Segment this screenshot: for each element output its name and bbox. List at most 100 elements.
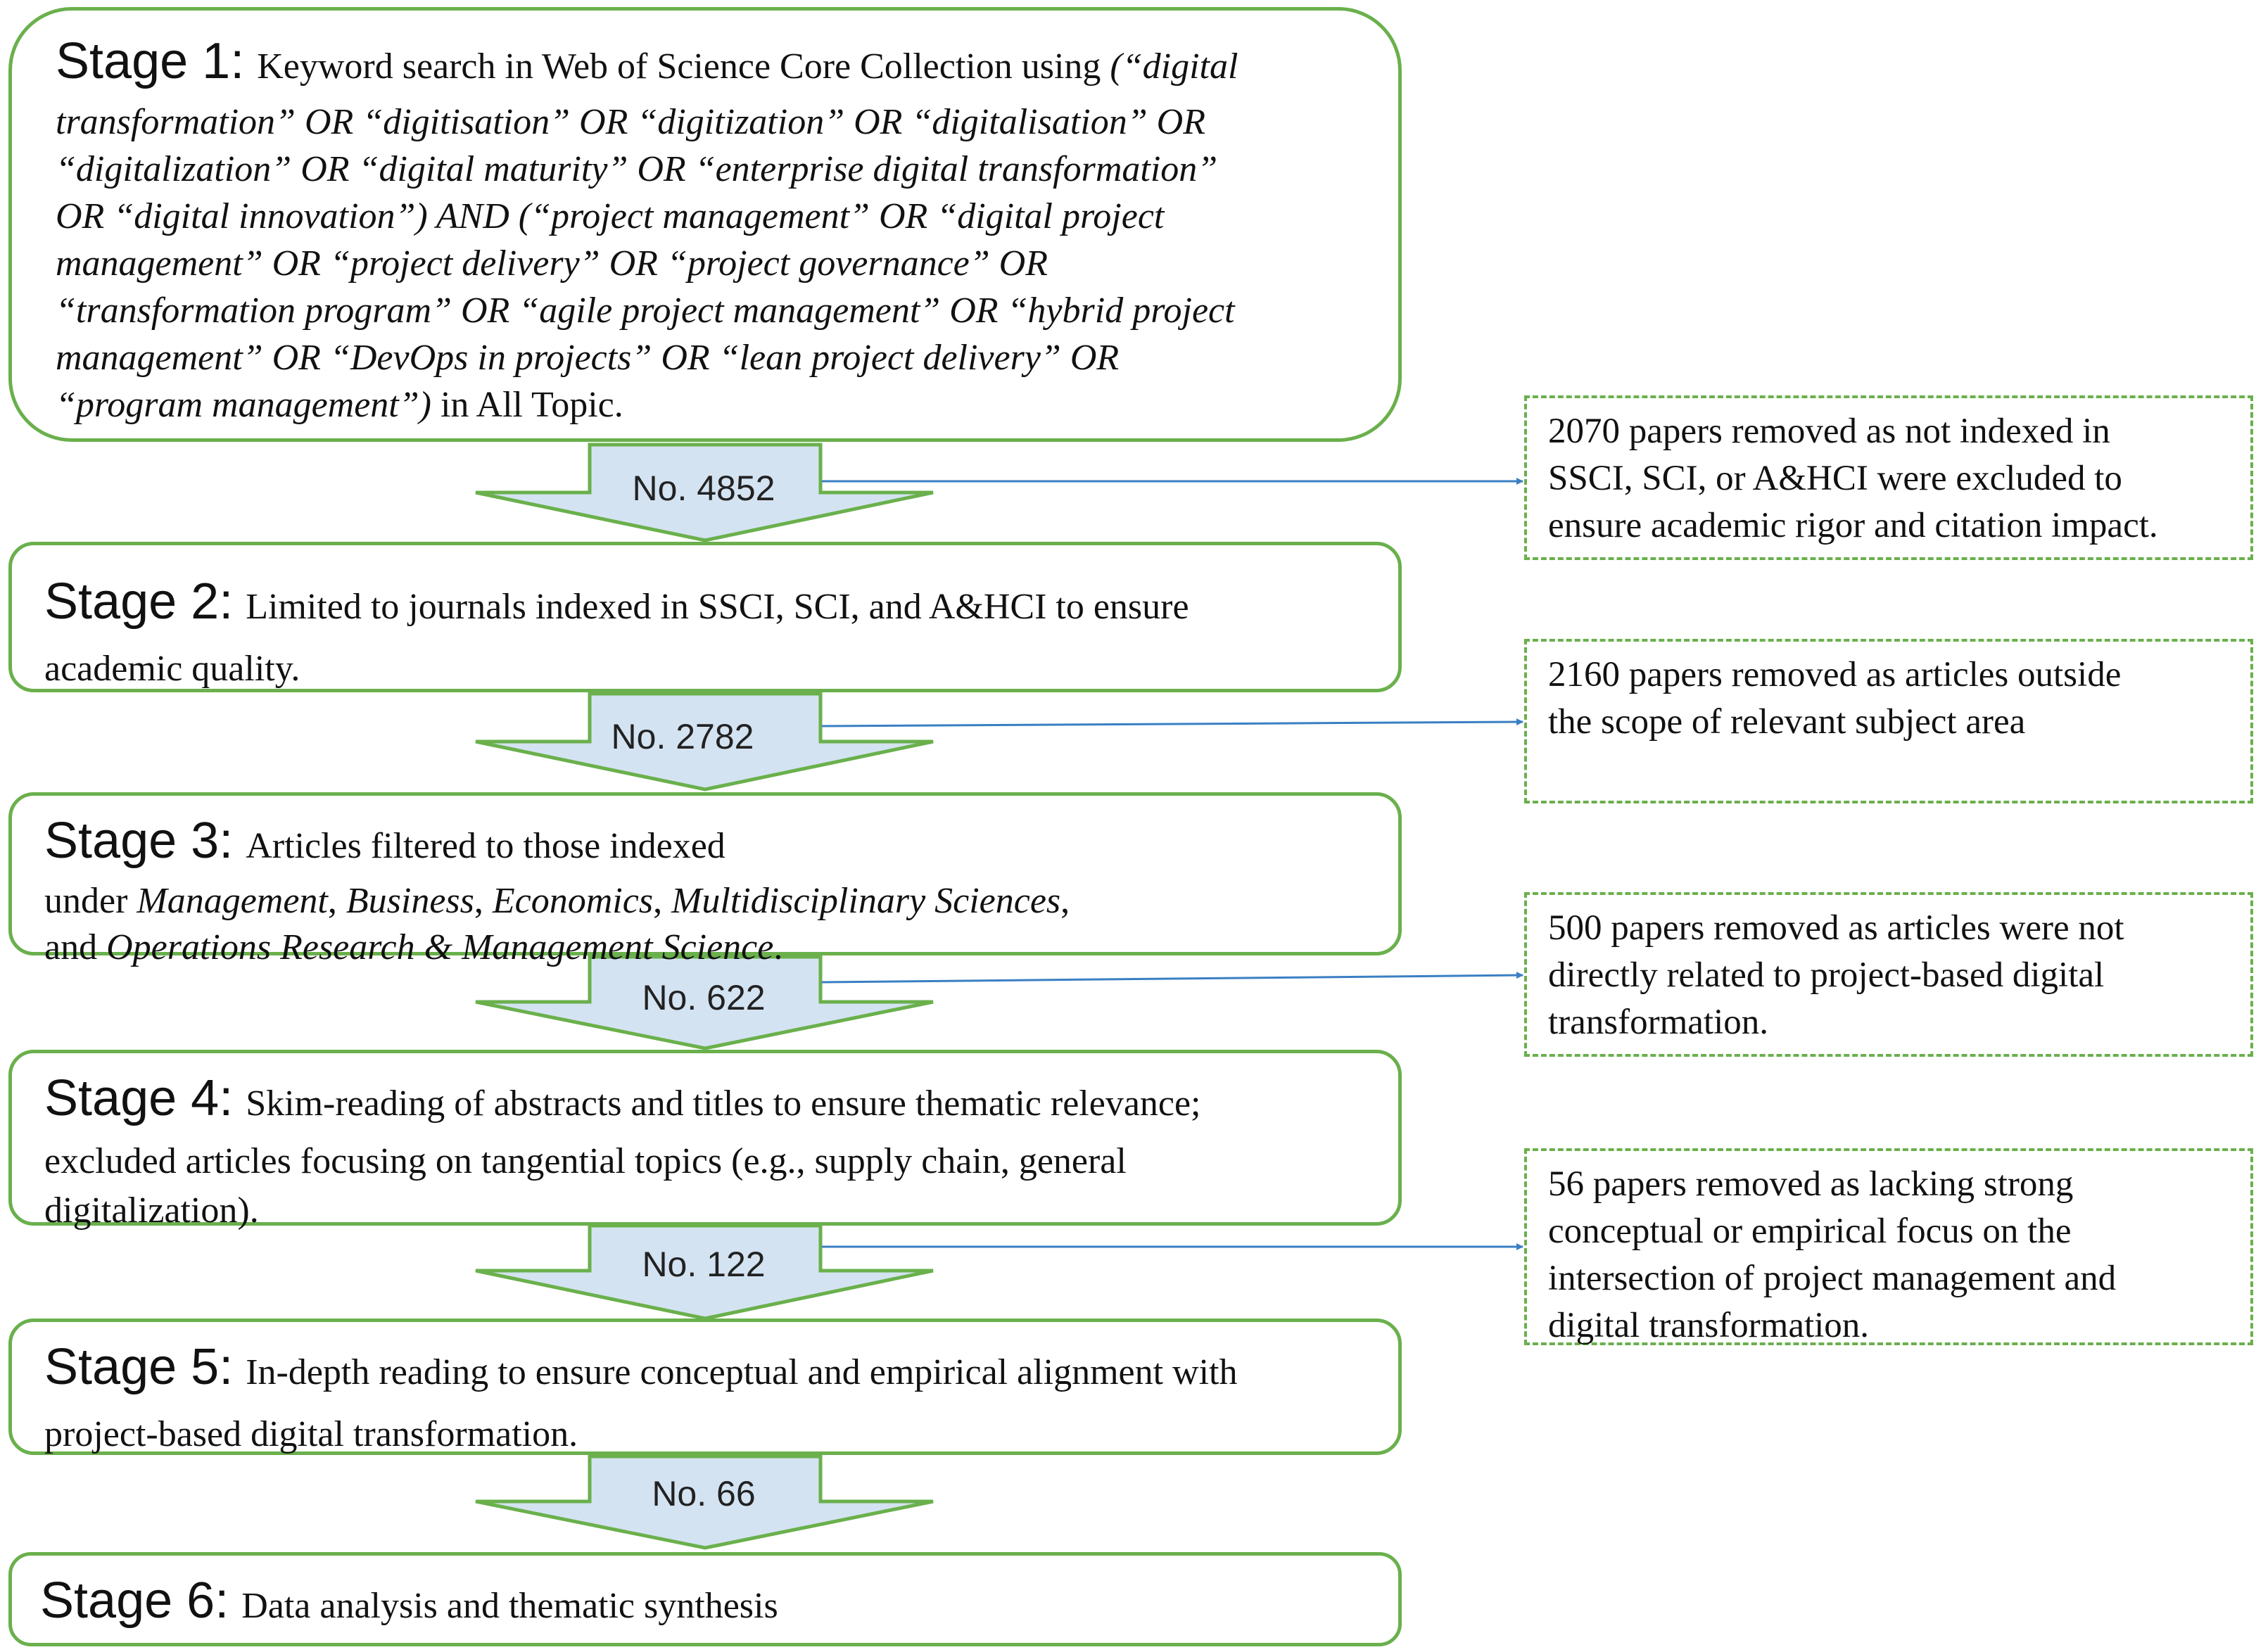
stage-2-text-line: academic quality. <box>44 642 1363 696</box>
stage-3-text-segment: under <box>44 881 137 921</box>
stage-3-text-segment: Multidisciplinary Sciences <box>671 881 1061 921</box>
stage-2-title: Stage 2: <box>44 573 234 630</box>
count-label-stage-1: No. 4852 <box>632 469 775 508</box>
stage-4-text-line: digitalization). <box>44 1186 1363 1235</box>
stage-3-text-line: under Management, Business, Economics, M… <box>44 878 1363 925</box>
exclusion-4-line: conceptual or empirical focus on the <box>1548 1212 2072 1251</box>
exclusion-1-line: SSCI, SCI, or A&HCI were excluded to <box>1548 459 2122 498</box>
stage-4-box: Stage 4: Skim-reading of abstracts and ti… <box>8 1050 1402 1231</box>
exclusion-box-2: 2160 papers removed as articles outside t… <box>1524 639 2253 803</box>
stage-2-text: Limited to journals indexed in SSCI, SCI… <box>246 587 1189 627</box>
stage-2-text-segment: Limited to journals indexed in SSCI, SCI… <box>246 587 1189 627</box>
stage-1-text-line: “transformation program” OR “agile proje… <box>56 287 1363 334</box>
down-arrow-5 <box>475 1454 934 1550</box>
stage-3-text-segment: Economics <box>492 881 654 921</box>
stage-1-text-line: transformation” OR “digitisation” OR “di… <box>56 99 1363 146</box>
stage-5-continuation: project-based digital transformation. <box>44 1408 1363 1461</box>
stage-1-text-segment: Keyword search in Web of Science Core Co… <box>257 46 1110 87</box>
stage-1-text-line: management” OR “DevOps in projects” OR “… <box>56 334 1363 381</box>
stage-1-text-segment: (“digital <box>1110 46 1238 87</box>
stage-1-text-segment: “transformation program” OR “agile proje… <box>56 291 1235 331</box>
stage-3-text-segment: Business <box>346 881 474 921</box>
stage-1-text-segment: “digitalization” OR “digital maturity” O… <box>56 149 1218 189</box>
stage-3-text-segment: Articles filtered to those indexed <box>246 826 725 866</box>
stage-4-title: Stage 4: <box>44 1070 234 1126</box>
exclusion-3-line: directly related to project-based digita… <box>1548 955 2105 995</box>
exclusion-connector-2 <box>821 718 1523 727</box>
stage-1-text-segment: transformation” OR “digitisation” OR “di… <box>56 102 1205 142</box>
exclusion-box-4: 56 papers removed as lacking strong conce… <box>1524 1148 2253 1345</box>
stage-1-box: Stage 1: Keyword search in Web of Science… <box>8 7 1402 442</box>
stage-3-text-segment: , <box>1060 881 1070 921</box>
exclusion-3-line: 500 papers removed as articles were not <box>1548 908 2124 948</box>
exclusion-box-1: 2070 papers removed as not indexed in SSC… <box>1524 395 2253 560</box>
exclusion-4-line: intersection of project management and <box>1548 1259 2117 1298</box>
stage-3-first-line: Stage 3: Articles filtered to those index… <box>44 815 1363 878</box>
stage-1-text-segment: in All Topic. <box>431 385 623 425</box>
exclusion-connector-3 <box>821 972 1523 984</box>
stage-1-text-segment: “program management”) <box>56 385 431 425</box>
stage-1-text-line: “program management”) in All Topic. <box>56 381 1363 428</box>
count-label-stage-5: No. 66 <box>652 1474 756 1513</box>
stage-4-text: Skim-reading of abstracts and titles to … <box>246 1084 1200 1124</box>
stage-1-text-line: management” OR “project delivery” OR “pr… <box>56 240 1363 287</box>
exclusion-3-line: transformation. <box>1548 1003 1768 1042</box>
stage-1-text-segment: management” OR “DevOps in projects” OR “… <box>56 338 1120 378</box>
down-arrow-3 <box>475 955 934 1050</box>
down-arrow-4 <box>475 1224 934 1321</box>
stage-5-box: Stage 5:In-depth reading to ensure conce… <box>8 1319 1402 1455</box>
count-label-stage-3: No. 622 <box>642 978 766 1017</box>
exclusion-4-line: digital transformation. <box>1548 1306 1870 1345</box>
stage-3-text-segment: . <box>773 927 783 967</box>
count-label-stage-2: No. 2782 <box>611 717 754 756</box>
stage-6-title: Stage 6: <box>40 1572 229 1629</box>
stage-4-text-segment: digitalization). <box>44 1190 259 1231</box>
stage-3-text-segment: , <box>327 881 346 921</box>
count-label-stage-4: No. 122 <box>642 1245 766 1284</box>
exclusion-1-line: ensure academic rigor and citation impac… <box>1548 506 2158 545</box>
stage-5-text-segment: In-depth reading to ensure conceptual an… <box>246 1352 1238 1392</box>
stage-6-first-line: Stage 6: Data analysis and thematic synth… <box>40 1575 1363 1641</box>
exclusion-2-line: the scope of relevant subject area <box>1548 702 2026 742</box>
stage-5-text: In-depth reading to ensure conceptual an… <box>246 1352 1237 1392</box>
stage-3-box: Stage 3: Articles filtered to those index… <box>8 792 1402 967</box>
stage-6-text-segment: Data analysis and thematic synthesis <box>241 1586 778 1626</box>
stage-1-continuation: transformation” OR “digitisation” OR “di… <box>56 99 1363 428</box>
stage-3-continuation: under Management, Business, Economics, M… <box>44 878 1363 971</box>
stage-2-first-line: Stage 2: Limited to journals indexed in S… <box>44 576 1363 642</box>
stage-2-continuation: academic quality. <box>44 642 1363 696</box>
stage-2-box: Stage 2: Limited to journals indexed in S… <box>8 542 1402 692</box>
stage-5-text-segment: project-based digital transformation. <box>44 1414 578 1454</box>
exclusion-1-line: 2070 papers removed as not indexed in <box>1548 412 2110 451</box>
exclusion-4-line: 56 papers removed as lacking strong <box>1548 1164 2074 1204</box>
stage-1-text-segment: management” OR “project delivery” OR “pr… <box>56 243 1048 284</box>
down-arrow-2 <box>475 692 934 792</box>
stage-1-text: Keyword search in Web of Science Core Co… <box>257 46 1238 87</box>
stage-5-first-line: Stage 5:In-depth reading to ensure conce… <box>44 1342 1363 1408</box>
stage-3-text-segment: , <box>653 881 672 921</box>
stage-3-title: Stage 3: <box>44 813 234 869</box>
stage-4-continuation: excluded articles focusing on tangential… <box>44 1137 1363 1235</box>
stage-3-text-segment: and <box>44 927 107 967</box>
stage-4-first-line: Stage 4: Skim-reading of abstracts and ti… <box>44 1073 1363 1137</box>
stage-3-text-segment: , <box>474 881 493 921</box>
stage-1-title: Stage 1: <box>56 33 245 89</box>
down-arrow-1 <box>475 443 934 542</box>
stage-5-text-line: project-based digital transformation. <box>44 1408 1363 1461</box>
stage-2-text-segment: academic quality. <box>44 649 300 689</box>
stage-1-first-line: Stage 1: Keyword search in Web of Science… <box>56 36 1363 99</box>
exclusion-box-3: 500 papers removed as articles were not d… <box>1524 892 2253 1057</box>
stage-3-text-segment: Operations Research & Management Science <box>106 927 774 967</box>
stage-1-text-segment: OR “digital innovation”) AND (“project m… <box>56 196 1165 236</box>
stage-3-text: Articles filtered to those indexed <box>246 826 725 866</box>
stage-6-box: Stage 6: Data analysis and thematic synth… <box>8 1552 1402 1646</box>
stage-3-text-line: and Operations Research & Management Sci… <box>44 925 1363 971</box>
stage-4-text-line: excluded articles focusing on tangential… <box>44 1137 1363 1186</box>
stage-1-text-line: “digitalization” OR “digital maturity” O… <box>56 146 1363 193</box>
exclusion-2-line: 2160 papers removed as articles outside <box>1548 655 2122 694</box>
stage-4-text-segment: excluded articles focusing on tangential… <box>44 1141 1127 1181</box>
stage-3-text-segment: Management <box>137 881 328 921</box>
stage-1-text-line: OR “digital innovation”) AND (“project m… <box>56 193 1363 240</box>
